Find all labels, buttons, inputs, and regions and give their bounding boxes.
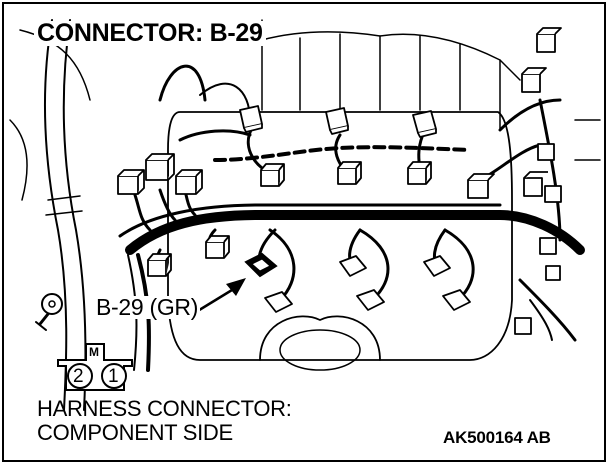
connector-box <box>239 105 263 133</box>
connector-box <box>412 110 437 138</box>
caption-line-1: HARNESS CONNECTOR: <box>37 396 292 421</box>
connector-box <box>423 255 451 277</box>
pin-number-2: 2 <box>73 366 84 387</box>
connector-box <box>521 67 547 93</box>
connector-box <box>539 237 557 255</box>
b29-connector <box>244 252 278 278</box>
callout-label: B-29 (GR) <box>94 294 201 320</box>
connector-box <box>260 163 285 187</box>
connector-box <box>407 161 432 185</box>
connector-box <box>205 235 230 259</box>
connector-box <box>523 171 548 197</box>
connector-marker-label: M <box>89 345 99 359</box>
pin-number-1: 1 <box>108 366 119 387</box>
connector-box <box>514 317 532 335</box>
connector-box <box>264 291 293 313</box>
connector-box <box>337 161 362 185</box>
connector-box <box>325 107 349 135</box>
connector-face-symbol <box>57 343 133 391</box>
connector-box <box>467 173 495 199</box>
connector-box <box>442 289 471 311</box>
callout-arrow <box>195 278 246 314</box>
figure-code: AK500164 AB <box>443 428 551 447</box>
connector-box <box>536 27 562 53</box>
caption-line-2: COMPONENT SIDE <box>37 420 233 445</box>
connector-box <box>339 255 367 277</box>
connector-box <box>537 143 555 161</box>
connector-box <box>145 153 175 181</box>
connector-box <box>544 185 562 203</box>
connector-box <box>545 265 561 281</box>
connector-box <box>356 289 385 311</box>
connector-title: CONNECTOR: B-29 <box>34 21 266 46</box>
connector-box <box>175 169 203 195</box>
connector-box <box>117 169 145 195</box>
connector-box <box>147 253 172 277</box>
